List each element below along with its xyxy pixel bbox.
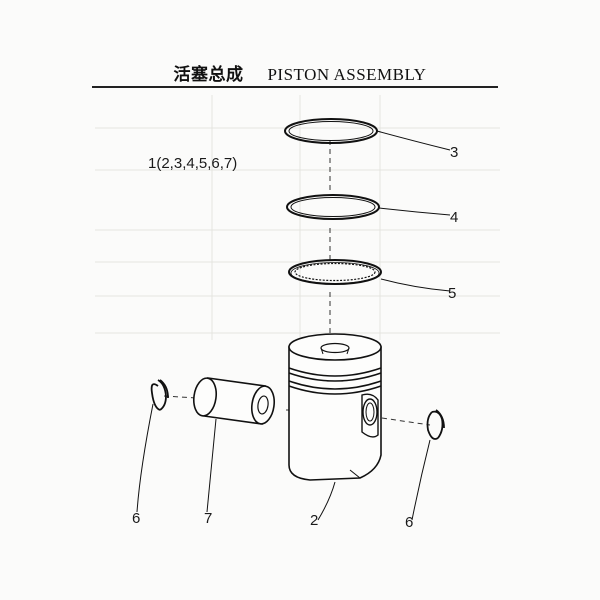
assembly-label: 1(2,3,4,5,6,7) [148, 155, 237, 172]
callout-right-circlip: 6 [405, 514, 413, 531]
page-title: 活塞总成 PISTON ASSEMBLY [0, 60, 600, 85]
piston-ring-second [286, 194, 380, 220]
title-english: PISTON ASSEMBLY [267, 65, 427, 84]
piston-ring-oil [288, 259, 382, 285]
piston-pin [192, 377, 276, 425]
callout-left-circlip: 6 [132, 510, 140, 527]
background-bleed-lines [95, 95, 500, 340]
title-divider [92, 86, 498, 88]
leader-lines [136, 130, 451, 521]
callout-piston-pin: 7 [204, 510, 212, 527]
callout-top-ring: 3 [450, 144, 458, 161]
callout-piston: 2 [310, 512, 318, 529]
circlip-right [426, 409, 445, 440]
callout-second-ring: 4 [450, 209, 458, 226]
piston-ring-top [284, 118, 378, 144]
circlip-left [150, 379, 169, 411]
callout-oil-ring: 5 [448, 285, 456, 302]
piston-body [288, 333, 382, 481]
title-chinese: 活塞总成 [173, 65, 244, 85]
